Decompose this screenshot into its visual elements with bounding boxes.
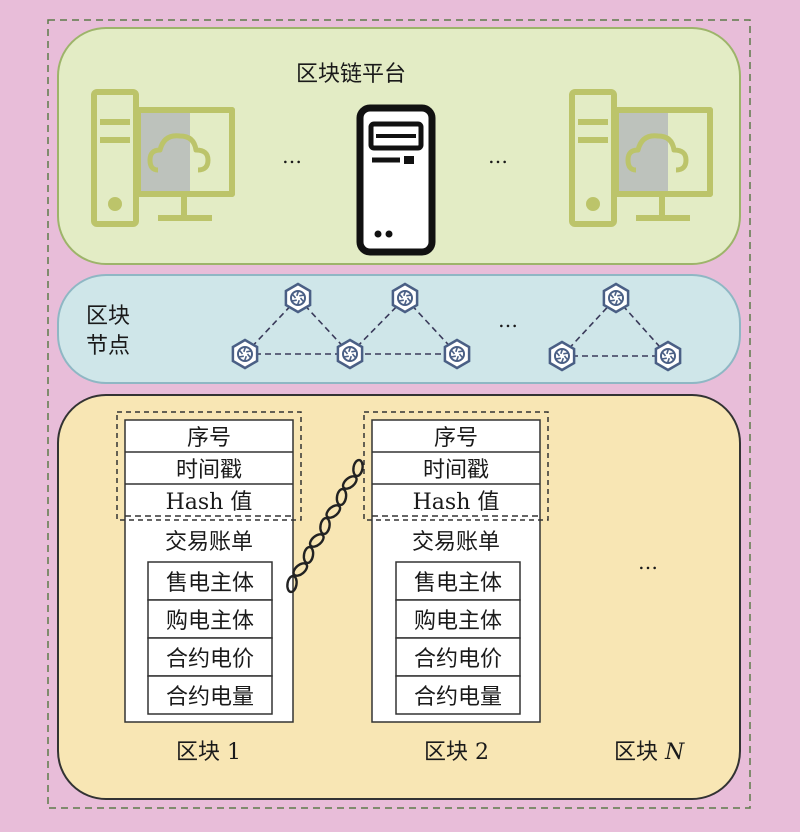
block-2-ledger-quantity: 合约电量 <box>413 685 502 710</box>
chain-link-segment <box>341 475 358 490</box>
nodes-label-line2: 节点 <box>86 334 131 359</box>
chain-link-segment <box>286 574 298 594</box>
computer-icon-right <box>569 89 713 227</box>
node-icon <box>391 282 419 314</box>
chain-link-icon <box>286 458 364 594</box>
block-1-caption: 区块 1 <box>176 740 241 765</box>
node-icon <box>654 340 682 372</box>
chain-link-segment <box>319 516 331 536</box>
chain-link-segment <box>292 562 309 577</box>
block-n-caption-prefix: 区块 <box>614 740 659 765</box>
outer-dashed-frame <box>47 19 751 809</box>
block-2-caption: 区块 2 <box>424 740 489 765</box>
block-2-ledger-seller: 售电主体 <box>413 571 502 596</box>
block-1-header-dashed-frame <box>116 411 302 521</box>
block-1-ledger-quantity: 合约电量 <box>165 685 254 710</box>
nodes-label-line1: 区块 <box>86 304 131 329</box>
block-n-caption: 区块 N <box>614 742 684 764</box>
block-2-header-dashed-frame <box>363 411 549 521</box>
block-1-ledger-price: 合约电价 <box>165 647 254 672</box>
block-2-ledger-buyer: 购电主体 <box>413 609 502 634</box>
header-row-separators <box>125 451 540 485</box>
block-1-ledger-seller: 售电主体 <box>165 571 254 596</box>
block-2-field-hash: Hash 值 <box>412 490 500 515</box>
block-1-ledger-buyer: 购电主体 <box>165 609 254 634</box>
node-icon <box>231 338 259 370</box>
chain-link-segment <box>335 487 348 507</box>
node-icon <box>284 282 312 314</box>
chain-link-segment <box>302 545 315 565</box>
chain-link-segment <box>308 533 325 548</box>
platform-ellipsis-right: … <box>488 144 508 168</box>
block-n-caption-var: N <box>665 740 685 765</box>
node-network <box>231 282 682 372</box>
server-icon <box>356 104 436 256</box>
nodes-ellipsis: … <box>498 308 518 332</box>
block-1-ledger-title: 交易账单 <box>164 530 253 555</box>
block-1-field-timestamp: 时间戳 <box>175 458 242 483</box>
chain-link-segment <box>325 504 342 519</box>
node-icon <box>602 282 630 314</box>
block-1-field-index: 序号 <box>186 426 231 451</box>
block-1-field-hash: Hash 值 <box>165 490 253 515</box>
node-icon <box>548 340 576 372</box>
ledger-item-cells <box>147 561 521 715</box>
node-icon <box>336 338 364 370</box>
block-2-field-timestamp: 时间戳 <box>422 458 489 483</box>
chain-link-segment <box>352 458 364 478</box>
block-2-field-index: 序号 <box>433 426 478 451</box>
computer-icon-left <box>91 89 235 227</box>
platform-ellipsis-left: … <box>282 144 302 168</box>
node-icon <box>443 338 471 370</box>
platform-title: 区块链平台 <box>296 62 407 87</box>
blocks-ellipsis: … <box>638 550 658 574</box>
block-2-ledger-title: 交易账单 <box>411 530 500 555</box>
block-2-ledger-price: 合约电价 <box>413 647 502 672</box>
